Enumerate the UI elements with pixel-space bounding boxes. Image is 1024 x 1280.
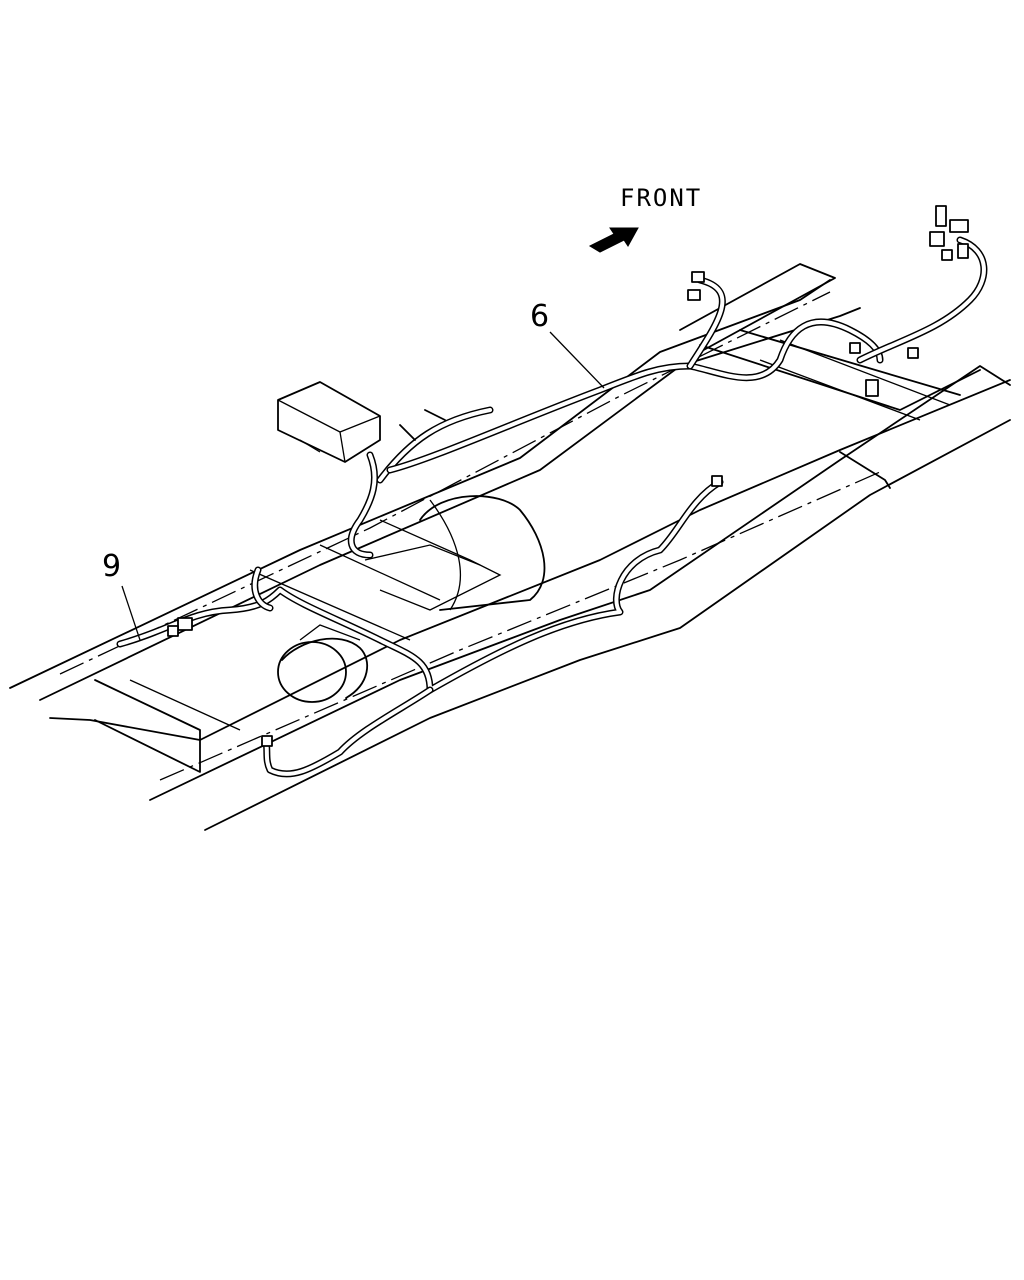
callout-6: 6 — [530, 299, 605, 389]
front-label: FRONT — [620, 184, 702, 212]
right-frame-rail — [149, 365, 1011, 831]
frame-cross-members — [49, 329, 981, 773]
callout-9-leader — [121, 585, 141, 641]
callout-9: 9 — [102, 549, 141, 641]
callout-6-number: 6 — [530, 299, 549, 334]
callout-6-leader — [549, 331, 605, 389]
front-direction-indicator: FRONT — [588, 184, 702, 253]
control-module-box — [277, 381, 381, 463]
fuel-tank — [364, 495, 546, 611]
spare-tire — [277, 624, 368, 703]
callout-9-number: 9 — [102, 549, 121, 584]
wiring-harness-9 — [116, 475, 724, 778]
left-frame-rail — [9, 263, 861, 701]
front-arrow-icon — [588, 227, 639, 253]
wiring-harness-6 — [347, 205, 988, 559]
